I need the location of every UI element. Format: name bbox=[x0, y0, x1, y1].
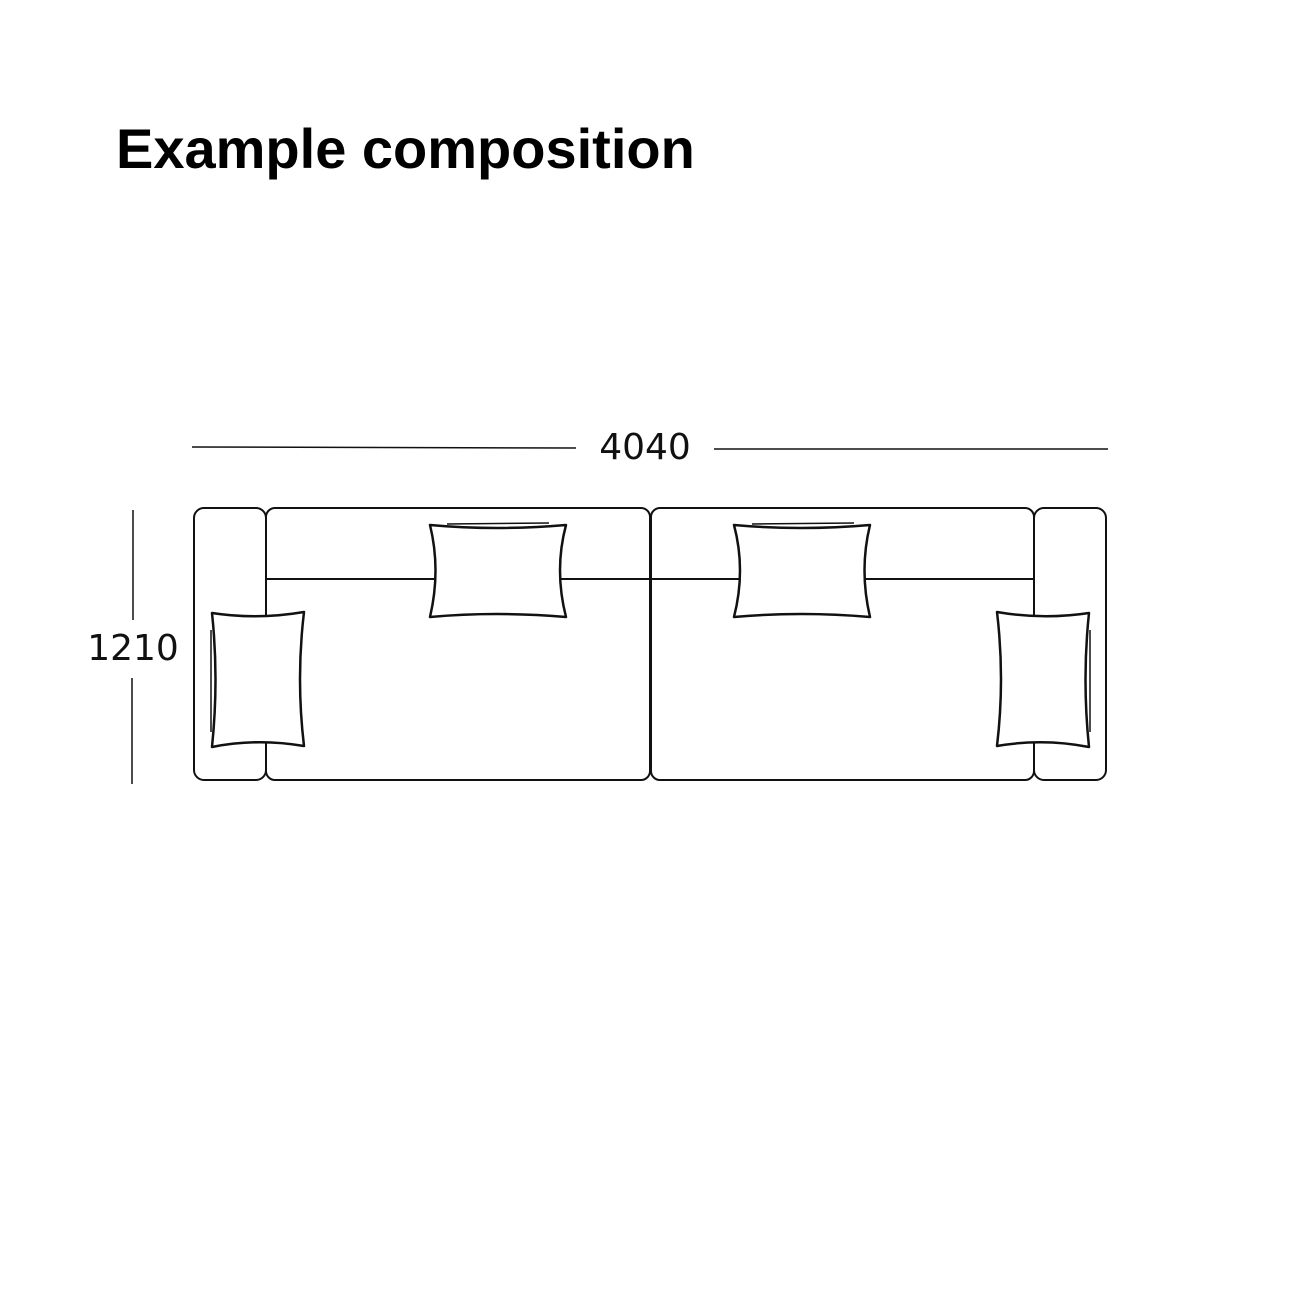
width-dimension-line-left bbox=[191, 446, 577, 449]
back-pillow-left-edge bbox=[446, 522, 550, 525]
width-dimension-label: 4040 bbox=[599, 427, 691, 468]
depth-dimension-label: 1210 bbox=[87, 628, 179, 669]
depth-dimension: 1210 bbox=[87, 510, 179, 784]
width-dimension: 4040 bbox=[191, 427, 1108, 468]
back-pillow-left-shape bbox=[428, 523, 568, 619]
side-pillow-left bbox=[210, 610, 306, 749]
side-pillow-left-shape bbox=[210, 610, 306, 749]
side-pillow-right-shape bbox=[995, 610, 1091, 749]
page-title: Example composition bbox=[116, 117, 695, 180]
back-pillow-right-edge bbox=[751, 522, 855, 525]
back-pillow-left bbox=[428, 522, 568, 619]
back-pillow-right bbox=[732, 522, 872, 619]
back-pillow-right-shape bbox=[732, 523, 872, 619]
sofa-outline bbox=[193, 507, 1107, 781]
side-pillow-right bbox=[995, 610, 1091, 749]
